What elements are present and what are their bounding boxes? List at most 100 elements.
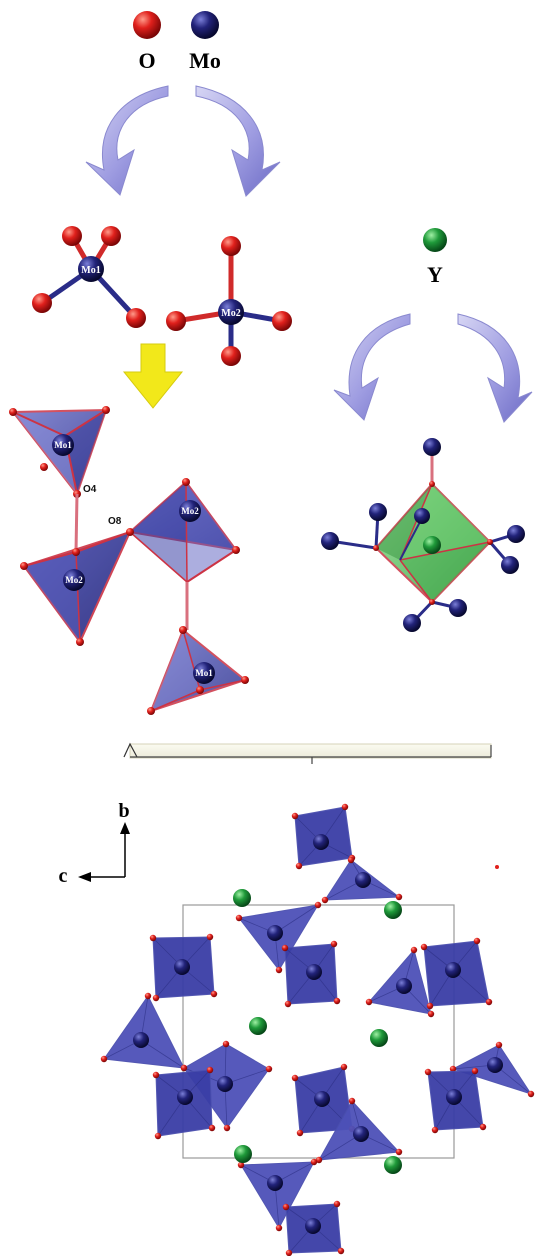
oxygen-atom xyxy=(410,946,418,954)
oxygen-atom xyxy=(284,1000,292,1008)
molybdenum-atom xyxy=(267,925,283,941)
yttrium-center-atom xyxy=(423,536,441,554)
oxygen-atom xyxy=(126,308,146,328)
axis-indicator: b c xyxy=(59,800,130,887)
oxygen-atom xyxy=(32,293,52,313)
molybdenum-legend-atom xyxy=(191,11,219,39)
oxygen-atom xyxy=(348,1097,356,1105)
oxygen-atom xyxy=(310,1158,318,1166)
oxygen-atom xyxy=(275,966,283,974)
oxygen-atom xyxy=(152,1071,160,1079)
oxygen-atom xyxy=(221,236,241,256)
oxygen-atom xyxy=(144,992,152,1000)
chain-mo1-top-label: Mo1 xyxy=(54,440,72,450)
stray-atom xyxy=(495,865,499,869)
molybdenum-atom xyxy=(507,525,525,543)
oxygen-atom xyxy=(427,1010,435,1018)
oxygen-atom xyxy=(429,599,435,605)
mo2-label: Mo2 xyxy=(221,308,240,319)
o8-label: O8 xyxy=(108,516,122,527)
oxygen-atom xyxy=(431,1126,439,1134)
curved-arrows-right xyxy=(333,313,533,423)
molybdenum-atom xyxy=(355,872,371,888)
molybdenum-atom xyxy=(177,1089,193,1105)
oxygen-atom xyxy=(321,896,329,904)
oxygen-atom xyxy=(206,1066,214,1074)
packing-polyhedra xyxy=(100,803,535,1256)
oxygen-atom xyxy=(424,1068,432,1076)
oxygen-atom xyxy=(232,546,240,554)
molybdenum-atom xyxy=(133,1032,149,1048)
oxygen-atom xyxy=(210,990,218,998)
oxygen-atom xyxy=(473,937,481,945)
mo-o-bond xyxy=(452,969,490,1003)
mo1-atom xyxy=(78,256,104,282)
packing-yttrium-atoms xyxy=(233,889,402,1174)
oxygen-atom xyxy=(341,803,349,811)
oxygen-atom xyxy=(241,676,249,684)
oxygen-atom xyxy=(347,856,355,864)
oxygen-atom xyxy=(337,1247,345,1255)
oxygen-atom xyxy=(208,1124,216,1132)
yttrium-octahedron xyxy=(321,438,525,632)
oxygen-atom xyxy=(265,1065,273,1073)
yttrium-atom xyxy=(234,1145,252,1163)
oxygen-atom xyxy=(291,1074,299,1082)
yttrium-atom xyxy=(384,901,402,919)
oxygen-atom xyxy=(395,1148,403,1156)
molybdenum-atom xyxy=(305,1218,321,1234)
yttrium-atom xyxy=(384,1156,402,1174)
oxygen-atom xyxy=(314,901,322,909)
molybdenum-atom xyxy=(314,1091,330,1107)
oxygen-atom xyxy=(237,1161,245,1169)
molybdenum-atom xyxy=(403,614,421,632)
molybdenum-atom xyxy=(321,532,339,550)
molybdenum-legend-label: Mo xyxy=(189,48,221,73)
molybdenum-atom xyxy=(446,1089,462,1105)
oxygen-atom xyxy=(147,707,155,715)
yellow-down-arrow xyxy=(122,343,184,409)
oxygen-atom xyxy=(152,994,160,1002)
oxygen-atom xyxy=(235,914,243,922)
yttrium-atom xyxy=(249,1017,267,1035)
oxygen-atom xyxy=(495,1041,503,1049)
mo2-tetrahedron-left: Mo2 xyxy=(20,530,132,646)
molybdenum-atom xyxy=(174,959,190,975)
curved-arrow-left-down xyxy=(85,85,169,196)
chain-mo2-left-label: Mo2 xyxy=(65,575,83,585)
legend-top: O Mo xyxy=(133,11,221,73)
curved-arrow-right-group-right xyxy=(457,313,533,423)
yttrium-atom xyxy=(370,1029,388,1047)
oxygen-atom xyxy=(479,1123,487,1131)
molybdenum-atom xyxy=(353,1126,369,1142)
oxygen-atom xyxy=(272,311,292,331)
oxygen-atom xyxy=(527,1090,535,1098)
oxygen-atom xyxy=(180,1064,188,1072)
tetrahedra-chain: Mo1 O4 Mo2 O8 xyxy=(9,406,249,715)
oxygen-atom xyxy=(285,1249,293,1256)
yttrium-legend-label: Y xyxy=(427,262,443,287)
oxygen-atom xyxy=(196,686,204,694)
molybdenum-atom xyxy=(445,962,461,978)
yttrium-atom xyxy=(233,889,251,907)
oxygen-atom xyxy=(72,548,80,556)
oxygen-atom xyxy=(333,1200,341,1208)
oxygen-atom xyxy=(281,944,289,952)
o4-label: O4 xyxy=(83,484,97,495)
oxygen-atom xyxy=(182,478,190,486)
oxygen-atom xyxy=(340,1063,348,1071)
oxygen-atom xyxy=(426,1002,434,1010)
curved-arrow-right-down xyxy=(195,85,281,197)
oxygen-atom xyxy=(282,1203,290,1211)
oxygen-atom xyxy=(485,998,493,1006)
molybdenum-atom xyxy=(306,964,322,980)
oxygen-atom xyxy=(62,226,82,246)
mo-tetrahedron-edge-view xyxy=(240,1161,315,1230)
molybdenum-atom xyxy=(414,508,430,524)
oxygen-atom xyxy=(101,226,121,246)
molybdenum-atom xyxy=(396,978,412,994)
oxygen-atom xyxy=(333,997,341,1005)
oxygen-atom xyxy=(206,933,214,941)
oxygen-atom xyxy=(166,311,186,331)
